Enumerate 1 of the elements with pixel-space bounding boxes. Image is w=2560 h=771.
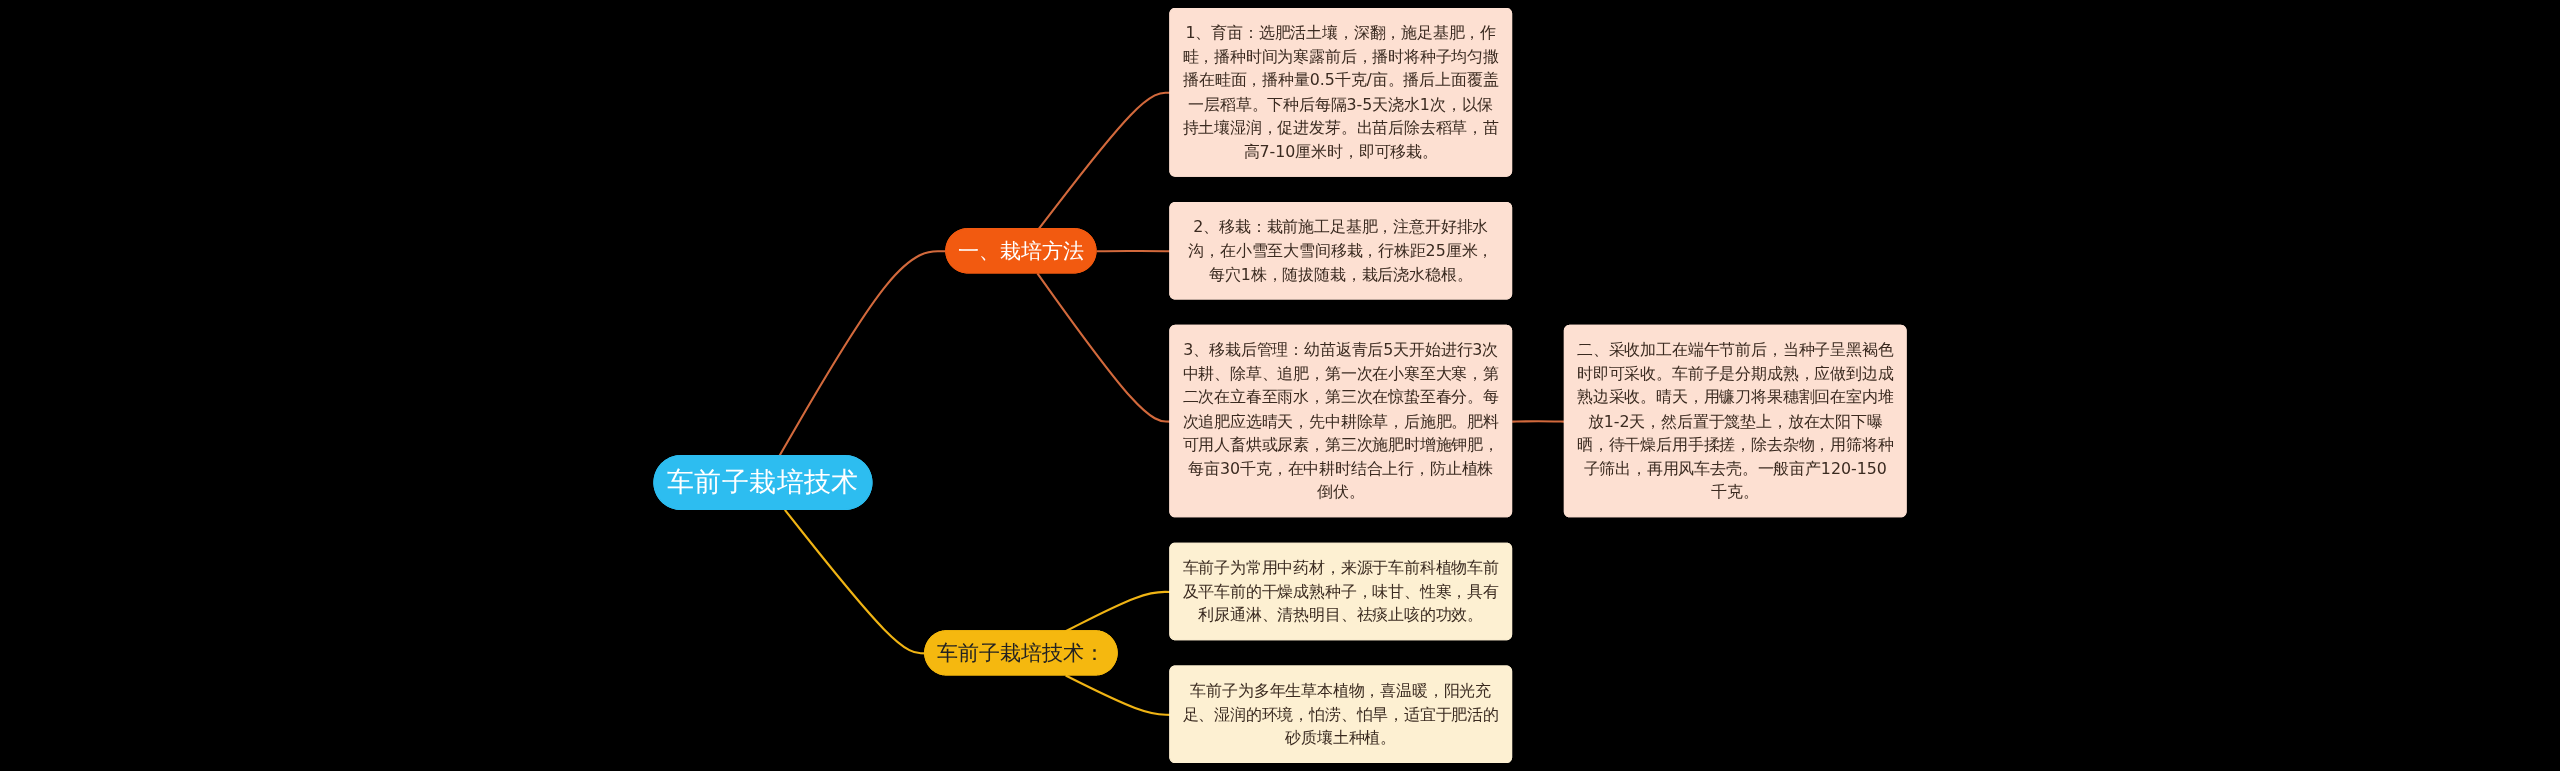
connector	[1512, 420, 1565, 423]
